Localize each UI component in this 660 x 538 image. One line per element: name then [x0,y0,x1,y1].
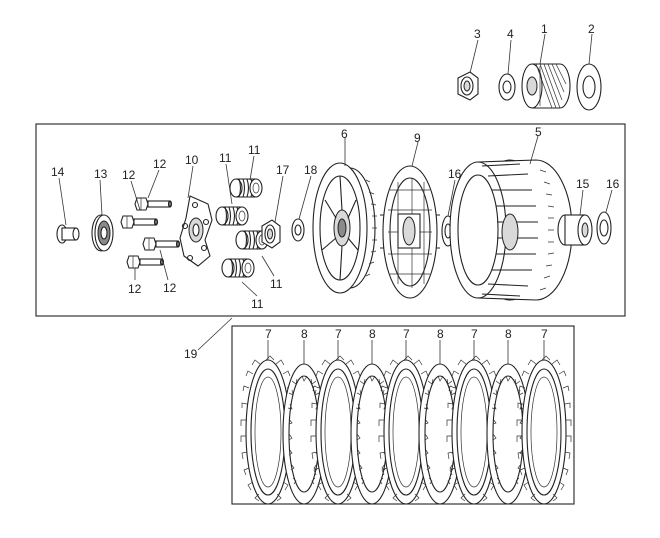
callout-12a: 12 [122,168,136,182]
part-10-plate [179,195,213,267]
callout-12c: 12 [128,282,142,296]
part-17-nut [261,219,281,249]
callout-3: 3 [474,27,481,41]
leader-lines [58,33,613,364]
callout-11c: 11 [251,297,264,311]
callout-7a: 7 [265,327,272,341]
callout-18: 18 [304,163,318,177]
callout-2: 2 [588,22,595,36]
callout-11a: 11 [219,151,232,165]
callout-14: 14 [51,165,65,179]
callout-15: 15 [576,177,590,191]
part-4-washer [498,73,516,101]
bolt-12b [120,215,159,229]
callout-16a: 16 [448,167,462,181]
callout-1: 1 [541,22,548,36]
part-6-pressure-plate [312,162,377,294]
part-1-gear [521,63,571,109]
callout-9: 9 [414,131,421,145]
spring-11d [221,258,255,278]
callout-12b: 12 [153,157,167,171]
callout-8c: 8 [437,327,444,341]
callout-8b: 8 [369,327,376,341]
plates-box [231,325,575,505]
callout-6: 6 [341,127,348,141]
callout-7d: 7 [471,327,478,341]
bolt-12a [134,197,173,211]
callout-4: 4 [507,27,514,41]
plate-7e [516,355,572,505]
part-3-nut [457,71,479,101]
callout-16b: 16 [606,177,620,191]
callout-7e: 7 [541,327,548,341]
callout-10: 10 [185,153,199,167]
part-16-washer-b [596,211,612,245]
callout-13: 13 [94,167,108,181]
callout-8a: 8 [301,327,308,341]
callout-12d: 12 [163,281,177,295]
part-14-pin [56,224,80,244]
part-5-clutch-basket [449,159,573,301]
spring-11a [229,178,263,198]
spring-11b [215,206,249,226]
part-13-bearing [91,214,114,252]
callout-labels: 3 4 1 2 5 6 9 10 11 11 17 18 16 15 16 14… [51,22,620,361]
clutch-assembly-box [35,123,626,317]
callout-19: 19 [184,347,198,361]
callout-8d: 8 [505,327,512,341]
part-18-washer [291,218,305,242]
part-2-washer [576,63,602,111]
part-9-inner-hub [380,165,440,299]
upper-parts [457,63,602,111]
callout-5: 5 [535,125,542,139]
part-15-sleeve [557,214,593,246]
callout-11b: 11 [248,143,261,157]
bolt-12c [142,237,181,251]
callout-17: 17 [276,163,290,177]
callout-11d: 11 [270,277,283,291]
bolt-12d [126,255,165,269]
callout-7b: 7 [335,327,342,341]
callout-7c: 7 [403,327,410,341]
